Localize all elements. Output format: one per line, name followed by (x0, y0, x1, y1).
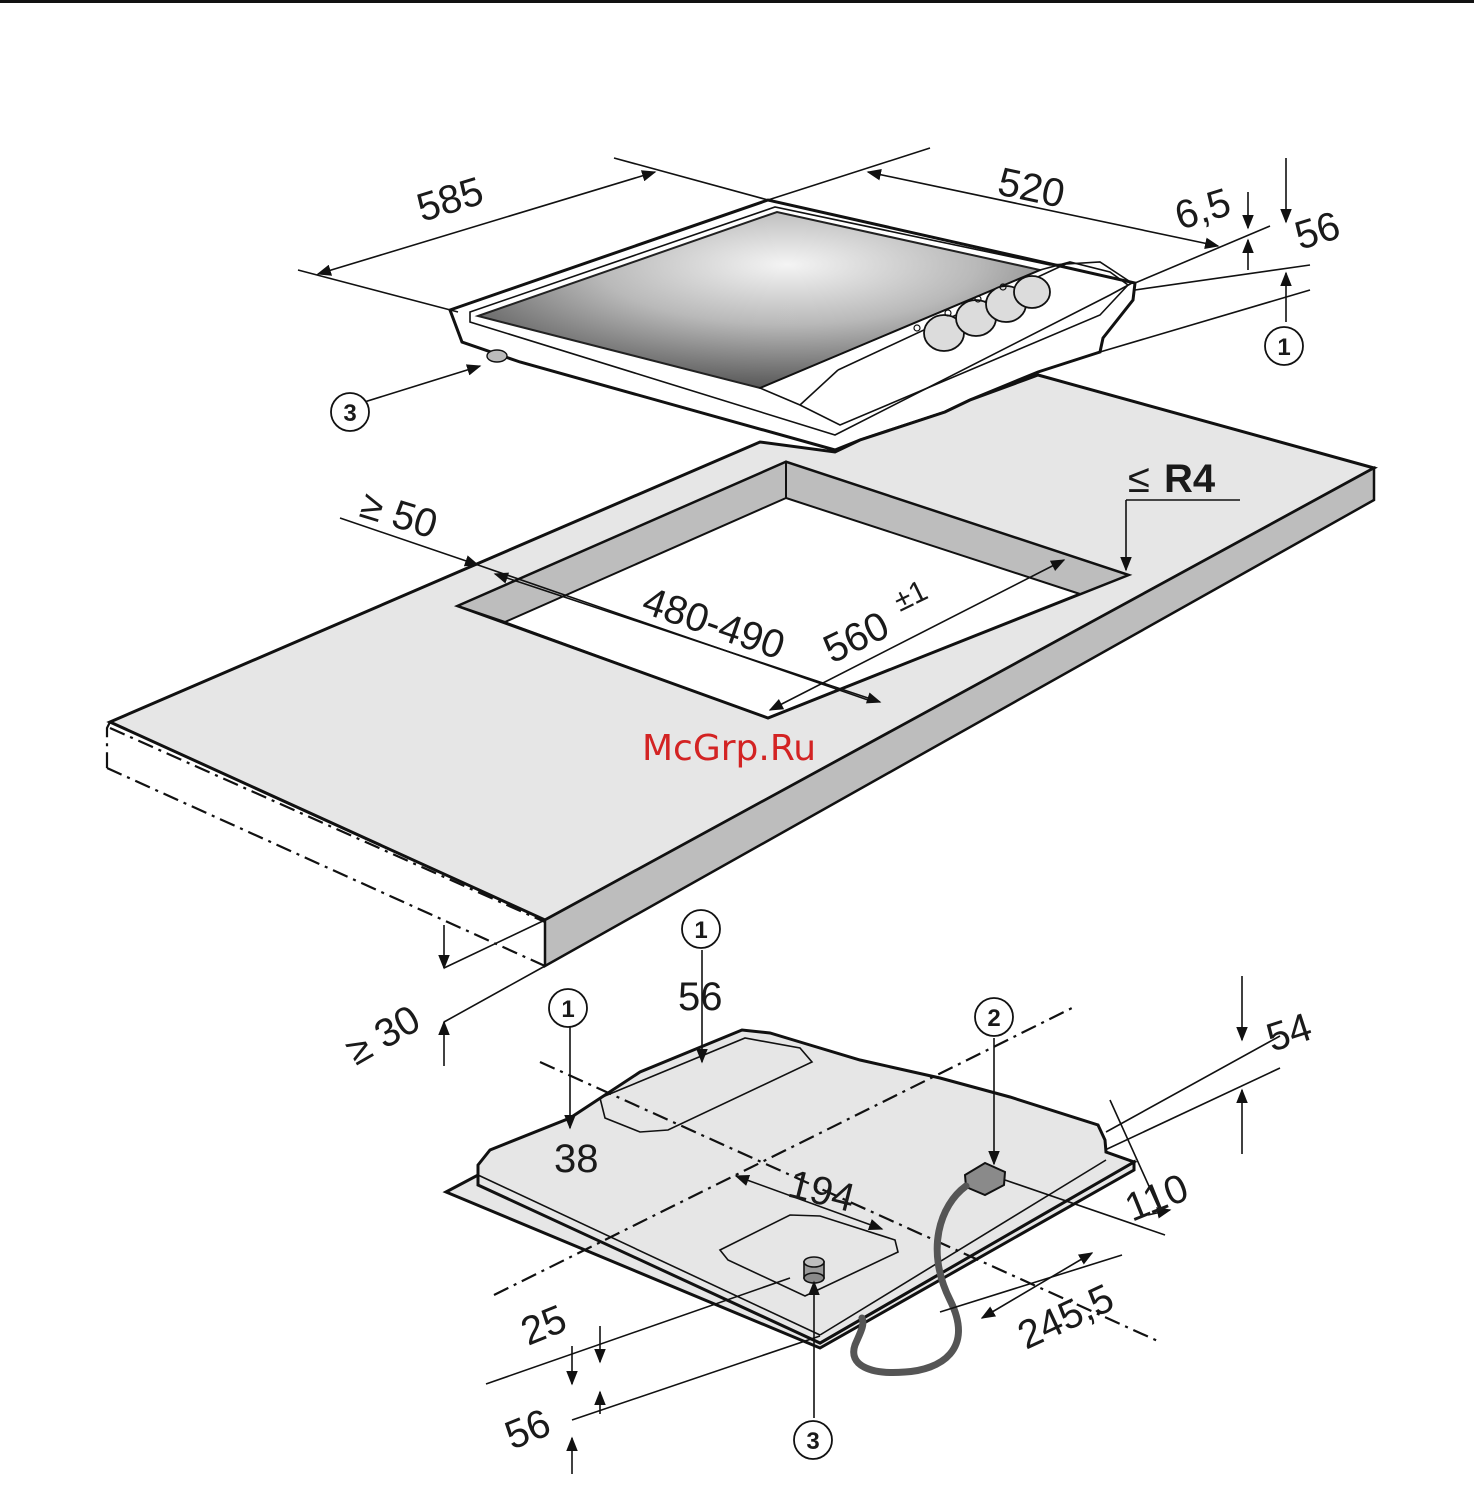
dim-585: 585 (412, 169, 489, 231)
svg-text:2: 2 (987, 1005, 1000, 1032)
dim-38: 38 (554, 1137, 599, 1181)
dim-520: 520 (994, 160, 1068, 217)
underside-foot (804, 1257, 824, 1283)
svg-text:1: 1 (694, 917, 707, 944)
dim-56: 56 (1290, 204, 1345, 259)
hob-bottom-view: 56 38 194 54 110 245,5 25 56 1 1 2 3 (446, 910, 1317, 1474)
worktop: ≥ 50 480-490 560 ±1 ≤ R4 ≥ 30 (107, 375, 1374, 1074)
dim-bottom-56-top: 56 (678, 975, 723, 1019)
svg-text:3: 3 (343, 400, 356, 427)
callout-1-bottom-b: 1 (549, 989, 587, 1027)
callout-1-top: 1 (1265, 327, 1303, 365)
hob-top-view: 585 520 6,5 56 1 3 (298, 148, 1345, 450)
callout-1-bottom-a: 1 (682, 910, 720, 948)
callout-3-top: 3 (331, 393, 369, 431)
watermark: McGrp.Ru (642, 728, 816, 769)
dim-r4-prefix: ≤ (1128, 457, 1150, 501)
dim-bottom-56: 56 (499, 1401, 557, 1458)
dim-r4: R4 (1164, 457, 1216, 501)
callout-3-bottom: 3 (794, 1421, 832, 1459)
dim-54: 54 (1261, 1005, 1317, 1061)
dim-min-30: ≥ 30 (339, 997, 428, 1074)
callout-2-bottom: 2 (975, 998, 1013, 1036)
dim-25: 25 (515, 1297, 573, 1354)
dim-110: 110 (1119, 1166, 1195, 1231)
svg-text:3: 3 (806, 1428, 819, 1455)
svg-text:1: 1 (1277, 334, 1290, 361)
hob-glass (478, 212, 1040, 388)
svg-text:1: 1 (561, 996, 574, 1023)
hob-foot (487, 350, 507, 362)
dim-6-5: 6,5 (1170, 180, 1236, 238)
dim-min-50: ≥ 50 (355, 483, 442, 548)
knob-icon (1014, 276, 1050, 308)
dim-245-5: 245,5 (1011, 1276, 1120, 1358)
